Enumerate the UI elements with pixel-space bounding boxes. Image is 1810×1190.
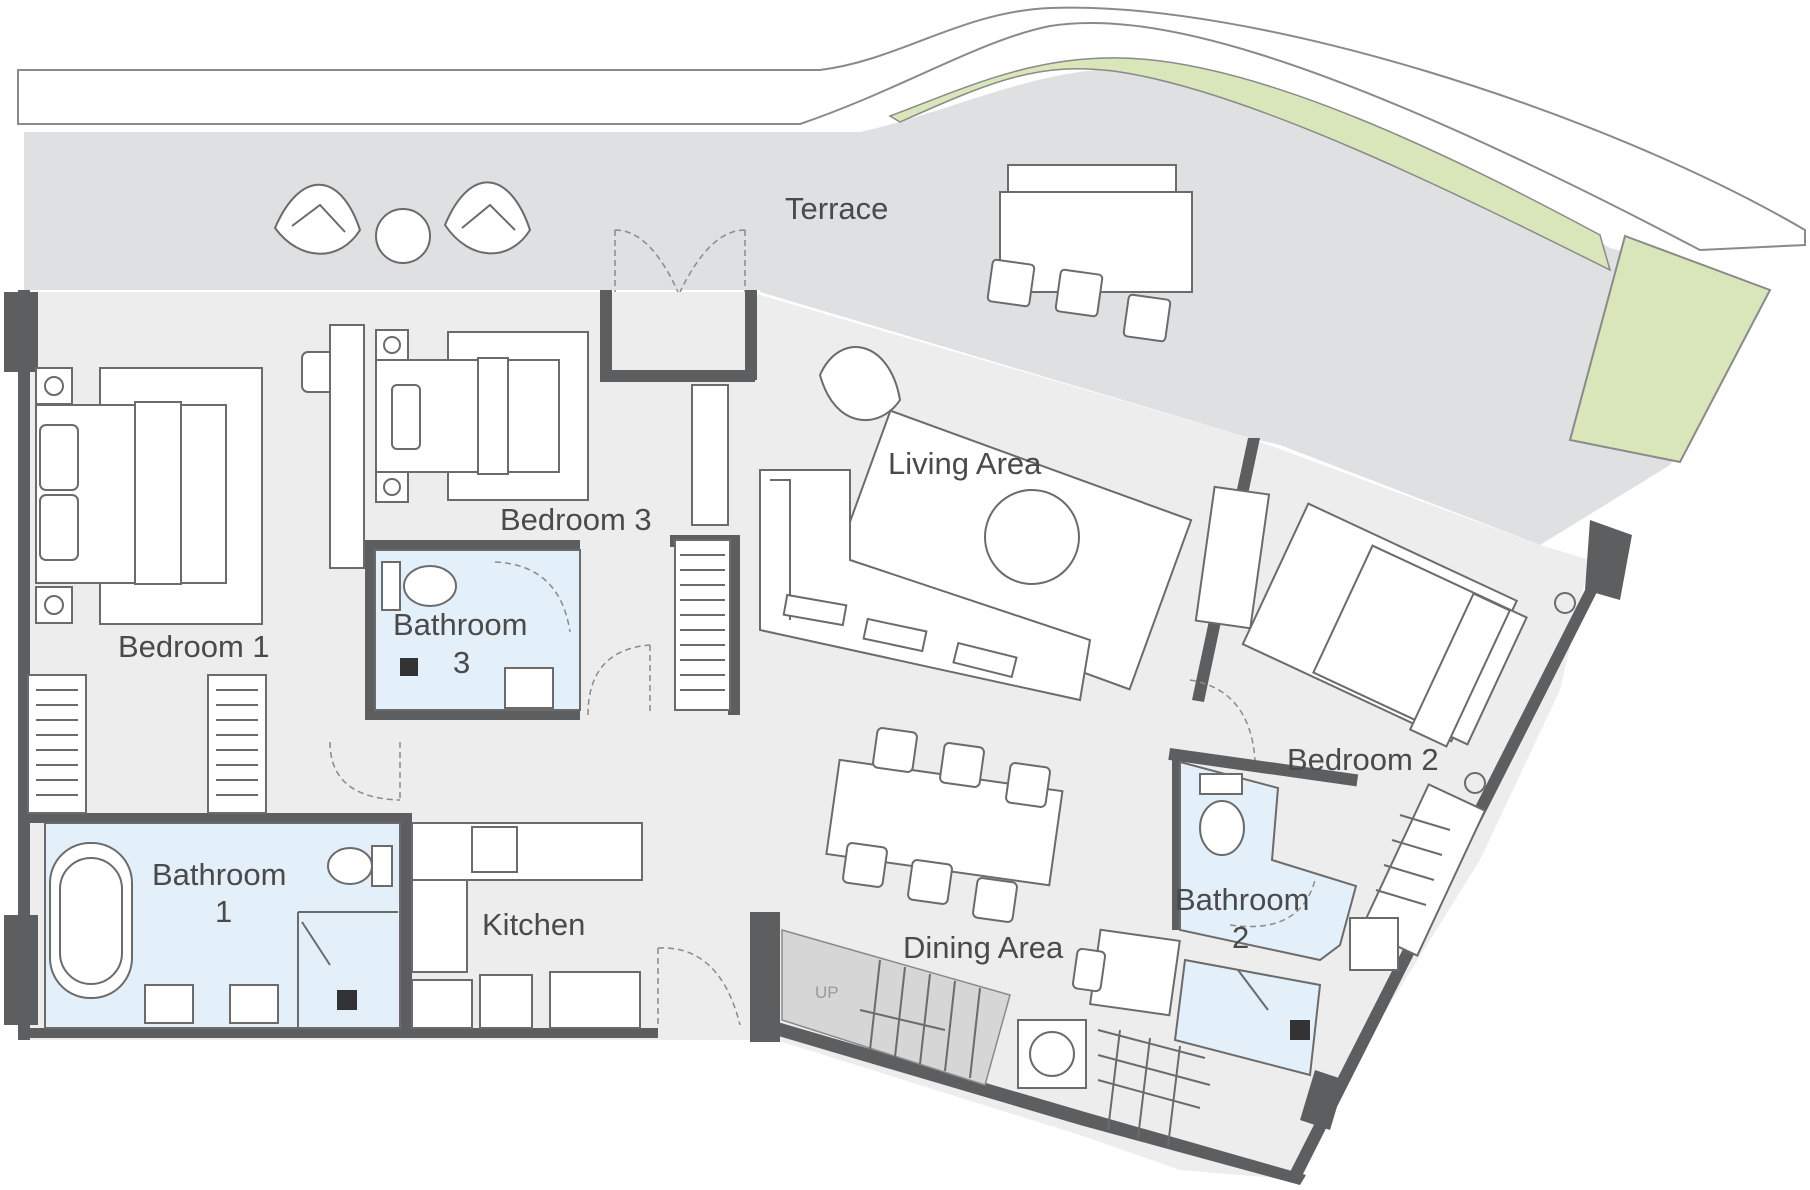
coffee-table	[984, 489, 1080, 585]
dining-chair-icon	[986, 258, 1036, 308]
planter-strip	[888, 57, 1612, 272]
bed-icon	[375, 357, 560, 475]
bathtub-icon	[49, 842, 133, 999]
room-label-living-area: Living Area	[888, 446, 1042, 481]
planter-corner	[1568, 234, 1772, 464]
sink-icon	[1349, 917, 1399, 971]
bed-icon	[35, 401, 227, 585]
toilet-icon	[327, 845, 393, 887]
stairs-direction-label: UP	[815, 983, 839, 1002]
dining-chair-icon	[907, 859, 953, 905]
sofa-icon	[759, 469, 1092, 702]
dining-chair-icon	[872, 727, 918, 773]
room-label-bedroom-3: Bedroom 3	[500, 502, 652, 537]
dining-chair-icon	[1005, 762, 1051, 808]
dining-chair-icon	[972, 877, 1018, 923]
wardrobe-icon	[674, 539, 731, 711]
nightstand-icon	[1554, 592, 1576, 614]
dining-chair-icon	[939, 742, 985, 788]
bathroom-1: Bathroom 1	[44, 822, 401, 1029]
nightstand-icon	[35, 586, 73, 624]
room-label-bathroom-1-line2: 1	[215, 894, 232, 929]
terrace-dining-table	[986, 164, 1193, 343]
bathroom-3: Bathroom 3	[374, 549, 581, 711]
terrace-outer-edge	[17, 6, 1806, 252]
shower-drain-icon	[400, 658, 418, 676]
side-table-icon	[375, 208, 431, 264]
wardrobe-icon	[207, 674, 267, 814]
armchair-icon	[443, 181, 532, 255]
toilet-icon	[381, 561, 457, 611]
nightstand-icon	[375, 329, 409, 361]
room-label-bathroom-3-line1: Bathroom	[393, 607, 527, 642]
nightstand-icon	[1464, 772, 1486, 794]
shower-drain-icon	[337, 990, 357, 1010]
bed-icon	[1312, 544, 1528, 748]
terrace-zone: Terrace	[17, 6, 1806, 546]
bedroom-1: Bedroom 1	[27, 324, 401, 814]
room-label-bedroom-1: Bedroom 1	[118, 629, 270, 664]
room-label-bathroom-2-line2: 2	[1232, 920, 1249, 955]
room-label-bedroom-2: Bedroom 2	[1287, 742, 1439, 777]
bedroom-2: Bedroom 2	[1189, 485, 1576, 957]
bathroom-2: Bathroom 2	[1173, 760, 1399, 1077]
sink-icon	[504, 667, 554, 709]
bedroom-3: Bedroom 3	[375, 329, 731, 716]
wardrobe-icon	[27, 674, 87, 814]
room-label-kitchen: Kitchen	[482, 907, 585, 942]
nightstand-icon	[375, 471, 409, 503]
dining-chair-icon	[842, 842, 888, 888]
shower-drain-icon	[1290, 1020, 1310, 1040]
living-area: Living Area	[759, 346, 1193, 702]
armchair-icon	[273, 183, 362, 255]
staircase: UP	[781, 928, 1211, 1147]
terrace-floor	[24, 68, 1770, 546]
dining-chair-icon	[1122, 293, 1172, 343]
dining-area: Dining Area	[825, 727, 1064, 965]
armchair-icon	[818, 346, 902, 422]
washing-machine-icon	[1017, 1019, 1087, 1089]
dining-chair-icon	[1054, 268, 1104, 318]
room-label-bathroom-1-line1: Bathroom	[152, 857, 286, 892]
room-label-terrace: Terrace	[785, 191, 888, 226]
toilet-icon	[1199, 773, 1245, 856]
room-label-bathroom-2-line1: Bathroom	[1175, 882, 1309, 917]
terrace-door	[614, 229, 746, 293]
nightstand-icon	[35, 367, 73, 405]
room-label-dining-area: Dining Area	[903, 930, 1064, 965]
kitchen: Kitchen	[411, 822, 741, 1029]
sink-icon	[144, 984, 279, 1024]
room-label-bathroom-3-line2: 3	[453, 645, 470, 680]
